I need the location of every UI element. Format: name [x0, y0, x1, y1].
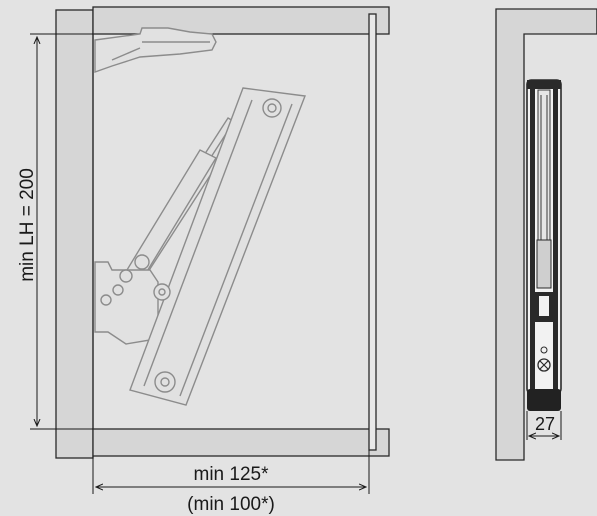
height-dimension: min LH = 200 [17, 33, 93, 430]
front-view: min LH = 200 min 125* (min 100*) [17, 6, 390, 515]
main-arm-edge-1 [143, 99, 253, 387]
upper-arm-pivot [262, 98, 282, 118]
depth-dimension-label: 27 [535, 414, 555, 434]
width-dimension-label: min 125* [194, 464, 270, 485]
width-dimension: min 125* (min 100*) [92, 450, 370, 515]
bracket-pin [100, 294, 112, 306]
top-bracket-detail-2 [111, 47, 141, 61]
side-mechanism-small-screw [540, 346, 548, 354]
side-mechanism-rail-left [530, 89, 535, 389]
cabinet-side-panel [55, 9, 94, 459]
lift-mechanism [94, 27, 306, 406]
lower-arm-pivot-inner [160, 377, 170, 387]
link-pivot-1 [134, 254, 150, 270]
top-panel [92, 6, 390, 35]
front-flap [368, 13, 377, 451]
side-cabinet-section [495, 8, 597, 461]
side-mechanism-rail-right [553, 89, 558, 389]
width-alt-dimension-label: (min 100*) [187, 494, 275, 515]
bottom-panel [92, 428, 390, 457]
main-arm-edge-2 [179, 103, 293, 397]
bracket-screw-inner [158, 288, 166, 296]
side-view: 27 [495, 8, 597, 461]
side-mechanism-foot [527, 389, 561, 411]
top-mounting-bracket [94, 27, 217, 73]
link-pivot-3 [112, 284, 124, 296]
bracket-screw [153, 283, 171, 301]
side-mechanism-lower-slot [539, 296, 549, 316]
height-dimension-label: min LH = 200 [17, 168, 38, 282]
side-mechanism-top-cap [527, 80, 561, 89]
side-mechanism-mid-block [536, 239, 552, 289]
side-mechanism [526, 79, 562, 411]
lower-arm-pivot [154, 371, 176, 393]
side-mechanism-screw-cross [539, 360, 549, 370]
depth-dimension: 27 [526, 411, 562, 440]
link-pivot-2 [119, 269, 133, 283]
upper-arm-pivot-inner [267, 103, 277, 113]
